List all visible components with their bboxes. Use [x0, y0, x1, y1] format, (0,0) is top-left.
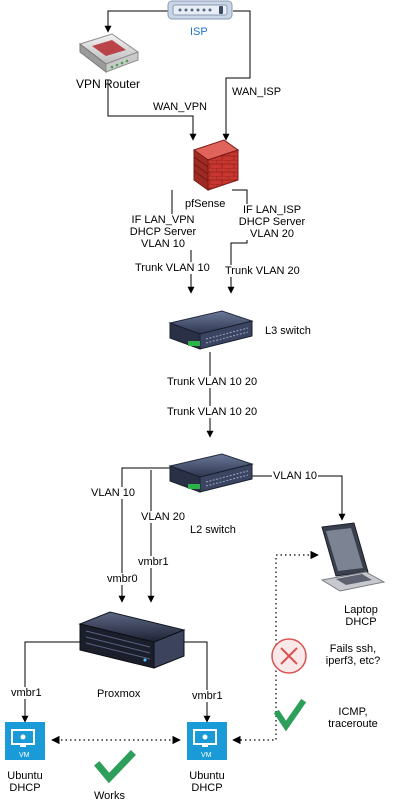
status-icmp-line2: traceroute: [328, 718, 378, 730]
edge-label-trunk-vlan10: Trunk VLAN 10: [134, 262, 211, 274]
edge-pfsense-l3-vlan20: [227, 189, 248, 294]
status-fails-line1: Fails ssh,: [329, 643, 377, 655]
connectors: [21, 10, 346, 723]
if-lan-vpn-line1: IF LAN_VPN: [131, 214, 195, 226]
l3-switch-label: L3 switch: [265, 325, 311, 337]
edge-label-if-lan-vpn: IF LAN_VPN DHCP Server VLAN 10: [126, 214, 200, 250]
ubuntu-left-label-line2: DHCP: [9, 782, 41, 794]
proxmox-server-icon: [78, 611, 186, 669]
edge-label-vlan20-left: VLAN 20: [140, 511, 187, 523]
status-icmp-label: ICMP, traceroute: [320, 706, 386, 730]
ubuntu-right-label-line1: Ubuntu: [189, 770, 225, 782]
l3-switch-icon: [168, 310, 254, 350]
edge-label-vmbr1-mid: vmbr1: [137, 556, 170, 568]
edge-label-if-lan-isp: IF LAN_ISP DHCP Server VLAN 20: [234, 204, 310, 240]
proxmox-label: Proxmox: [97, 688, 141, 700]
dotted-links: [51, 550, 319, 745]
check-works-icon: [94, 750, 136, 784]
edge-isp-pfsense: [222, 10, 251, 141]
if-lan-vpn-line2: DHCP Server: [129, 226, 197, 238]
edge-proxmox-ubuntu-right: [183, 641, 211, 723]
l2-switch-label: L2 switch: [190, 524, 236, 536]
ubuntu-right-label-line2: DHCP: [191, 782, 223, 794]
vpn-router-label: VPN Router: [76, 77, 141, 91]
if-lan-isp-line1: IF LAN_ISP: [242, 204, 302, 216]
ubuntu-left-label: Ubuntu DHCP: [0, 770, 50, 794]
laptop-label-line1: Laptop: [344, 604, 378, 616]
edge-l2-proxmox-vlan10: [118, 467, 182, 603]
vm-tile-left-icon: [5, 722, 45, 760]
pfsense-label: pfSense: [185, 198, 226, 210]
fail-cross-icon: [271, 638, 307, 674]
edge-label-vlan10-right: VLAN 10: [272, 470, 319, 482]
edge-label-vmbr1-right: vmbr1: [191, 690, 224, 702]
vpn-router-icon: [78, 33, 140, 74]
isp-label: ISP: [190, 26, 208, 38]
if-lan-isp-line3: VLAN 20: [249, 228, 295, 240]
if-lan-isp-line2: DHCP Server: [238, 216, 306, 228]
laptop-label-line2: DHCP: [345, 616, 377, 628]
firewall-icon: [192, 139, 240, 191]
if-lan-vpn-line3: VLAN 10: [140, 238, 186, 250]
edge-label-vmbr1-left: vmbr1: [10, 687, 43, 699]
status-works-label: Works: [94, 790, 125, 802]
vm-right-badge: VM: [201, 752, 212, 759]
edge-label-trunk-vlan20: Trunk VLAN 20: [224, 265, 301, 277]
status-fails-label: Fails ssh, iperf3, etc?: [318, 643, 388, 667]
dotted-laptop-ubuntu: [232, 550, 319, 745]
status-fails-line2: iperf3, etc?: [325, 655, 381, 667]
edge-label-trunk-l3-a: Trunk VLAN 10 20: [166, 376, 259, 388]
edge-vpnrouter-pfsense: [107, 80, 197, 141]
edge-label-vlan10-left: VLAN 10: [90, 487, 137, 499]
ubuntu-left-label-line1: Ubuntu: [7, 770, 43, 782]
ubuntu-right-label: Ubuntu DHCP: [182, 770, 232, 794]
edge-l2-laptop: [246, 475, 346, 521]
edge-label-wan-isp: WAN_ISP: [231, 86, 283, 98]
edge-isp-vpnrouter: [104, 10, 168, 33]
status-icmp-line1: ICMP,: [338, 706, 368, 718]
laptop-icon: [320, 522, 386, 592]
vm-left-badge: VM: [19, 752, 30, 759]
l2-switch-icon: [168, 453, 254, 493]
edge-label-wan-vpn: WAN_VPN: [152, 101, 208, 113]
laptop-label: Laptop DHCP: [336, 604, 386, 628]
edge-label-vmbr0: vmbr0: [106, 573, 139, 585]
check-icmp-icon: [273, 698, 307, 732]
vm-tile-right-icon: [187, 722, 227, 760]
isp-device-icon: [167, 0, 233, 20]
edge-proxmox-ubuntu-left: [21, 641, 80, 723]
edge-label-trunk-l3-b: Trunk VLAN 10 20: [166, 406, 259, 418]
